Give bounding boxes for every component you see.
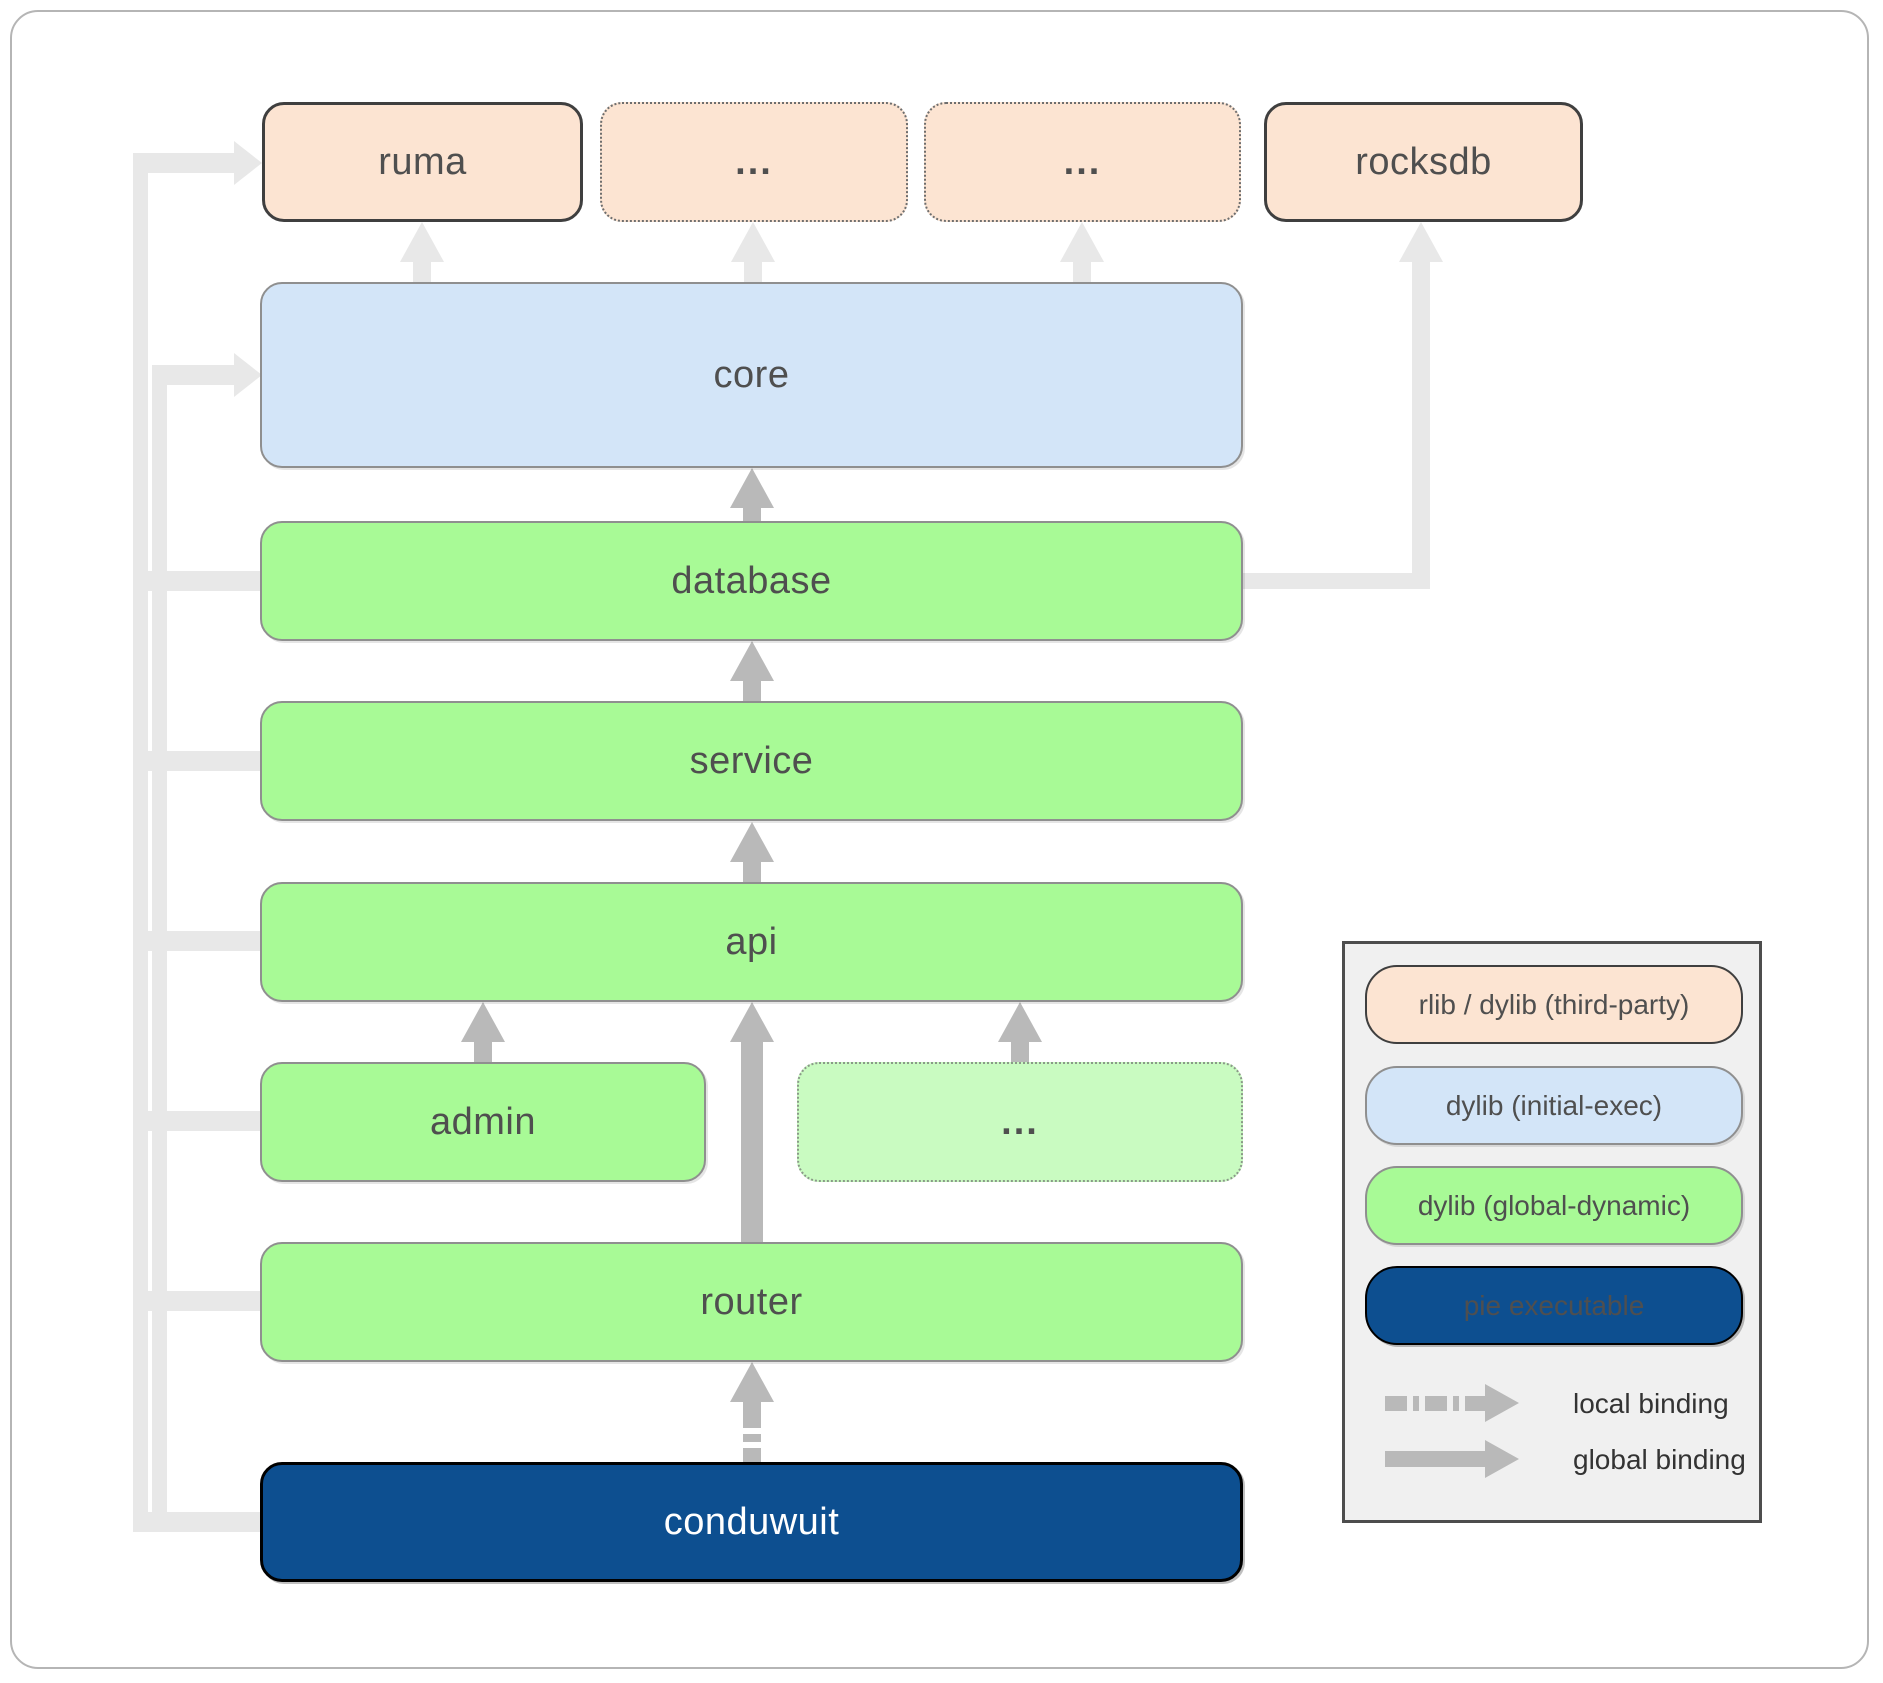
edge-service-database-stem — [743, 681, 761, 701]
page-border — [10, 10, 1869, 1669]
edge-database-core-arrowhead-icon — [730, 468, 774, 508]
node-router-label: router — [700, 1280, 803, 1323]
legend-global-binding-arrowhead-icon — [1485, 1440, 1519, 1478]
arrowhead-into-ruma-icon — [234, 141, 262, 185]
edge-core-ruma-stem — [413, 262, 431, 282]
node-database: database — [260, 521, 1243, 641]
node-core: core — [260, 282, 1243, 468]
edge-database-rocksdb-horizontal — [1243, 573, 1430, 589]
legend-item-global-dynamic-label: dylib (global-dynamic) — [1417, 1189, 1691, 1221]
edge-conduwuit-router-arrowhead-icon — [730, 1362, 774, 1402]
node-mid-dots: ... — [797, 1062, 1243, 1182]
legend-item-pie-executable: pie executable — [1365, 1266, 1743, 1345]
legend: rlib / dylib (third-party) dylib (initia… — [1342, 941, 1762, 1523]
edge-dots-api-arrowhead-icon — [998, 1002, 1042, 1042]
edge-admin-api-arrowhead-icon — [461, 1002, 505, 1042]
node-ruma: ruma — [262, 102, 583, 222]
node-rocksdb-label: rocksdb — [1355, 140, 1492, 183]
node-service-label: service — [689, 739, 814, 782]
legend-item-third-party-label: rlib / dylib (third-party) — [1418, 988, 1690, 1020]
node-top-dots-1-label: ... — [735, 140, 773, 183]
node-service: service — [260, 701, 1243, 821]
node-admin-label: admin — [430, 1100, 536, 1143]
edge-router-api-arrowhead-icon — [730, 1002, 774, 1042]
legend-item-initial-exec: dylib (initial-exec) — [1365, 1066, 1743, 1145]
edge-router-api-stem — [741, 1042, 763, 1242]
node-api-label: api — [725, 920, 778, 963]
node-router: router — [260, 1242, 1243, 1362]
node-mid-dots-label: ... — [1001, 1100, 1039, 1143]
arrowhead-into-rocksdb-icon — [1399, 222, 1443, 262]
legend-item-third-party: rlib / dylib (third-party) — [1365, 965, 1743, 1044]
node-top-dots-2-label: ... — [1063, 140, 1102, 183]
edge-core-dots1-stem — [744, 262, 762, 282]
edge-dots-api-stem — [1011, 1042, 1029, 1062]
edge-api-service-stem — [743, 862, 761, 882]
bus-stub-admin — [140, 1111, 260, 1131]
bus-stub-service — [140, 751, 260, 771]
node-admin: admin — [260, 1062, 706, 1182]
node-conduwuit-label: conduwuit — [663, 1500, 840, 1543]
edge-core-dots2-stem — [1073, 262, 1091, 282]
node-conduwuit: conduwuit — [260, 1462, 1243, 1582]
node-rocksdb: rocksdb — [1264, 102, 1583, 222]
node-top-dots-1: ... — [600, 102, 908, 222]
edge-admin-api-stem — [474, 1042, 492, 1062]
edge-database-rocksdb-vertical — [1412, 258, 1430, 589]
edge-core-dots2-arrowhead-icon — [1060, 222, 1104, 262]
edge-conduwuit-router-dashed-stem — [743, 1402, 761, 1462]
legend-local-binding-arrow-icon — [1385, 1396, 1485, 1411]
edge-api-service-arrowhead-icon — [730, 822, 774, 862]
node-top-dots-2: ... — [924, 102, 1241, 222]
bus-arm-to-core — [152, 365, 234, 385]
node-api: api — [260, 882, 1243, 1002]
node-ruma-label: ruma — [378, 140, 467, 183]
bus-stub-database — [140, 571, 260, 591]
bus-stub-api — [140, 931, 260, 951]
bus-stub-conduwuit — [133, 1512, 260, 1532]
legend-item-initial-exec-label: dylib (initial-exec) — [1445, 1089, 1663, 1121]
node-database-label: database — [671, 559, 832, 602]
legend-local-binding-label: local binding — [1573, 1388, 1729, 1419]
edge-service-database-arrowhead-icon — [730, 641, 774, 681]
edge-core-dots1-arrowhead-icon — [731, 222, 775, 262]
bus-arm-to-ruma — [133, 153, 234, 173]
legend-global-binding-arrow-icon — [1385, 1451, 1485, 1467]
edge-core-ruma-arrowhead-icon — [400, 222, 444, 262]
legend-item-pie-executable-label: pie executable — [1463, 1289, 1645, 1321]
arrowhead-into-core-icon — [234, 353, 262, 397]
legend-item-global-dynamic: dylib (global-dynamic) — [1365, 1166, 1743, 1245]
legend-global-binding-label: global binding — [1573, 1444, 1746, 1475]
bus-vertical-outer — [133, 153, 148, 1532]
edge-database-core-stem — [743, 508, 761, 521]
node-core-label: core — [713, 353, 790, 396]
legend-local-binding-arrowhead-icon — [1485, 1384, 1519, 1422]
bus-stub-router — [140, 1291, 260, 1311]
